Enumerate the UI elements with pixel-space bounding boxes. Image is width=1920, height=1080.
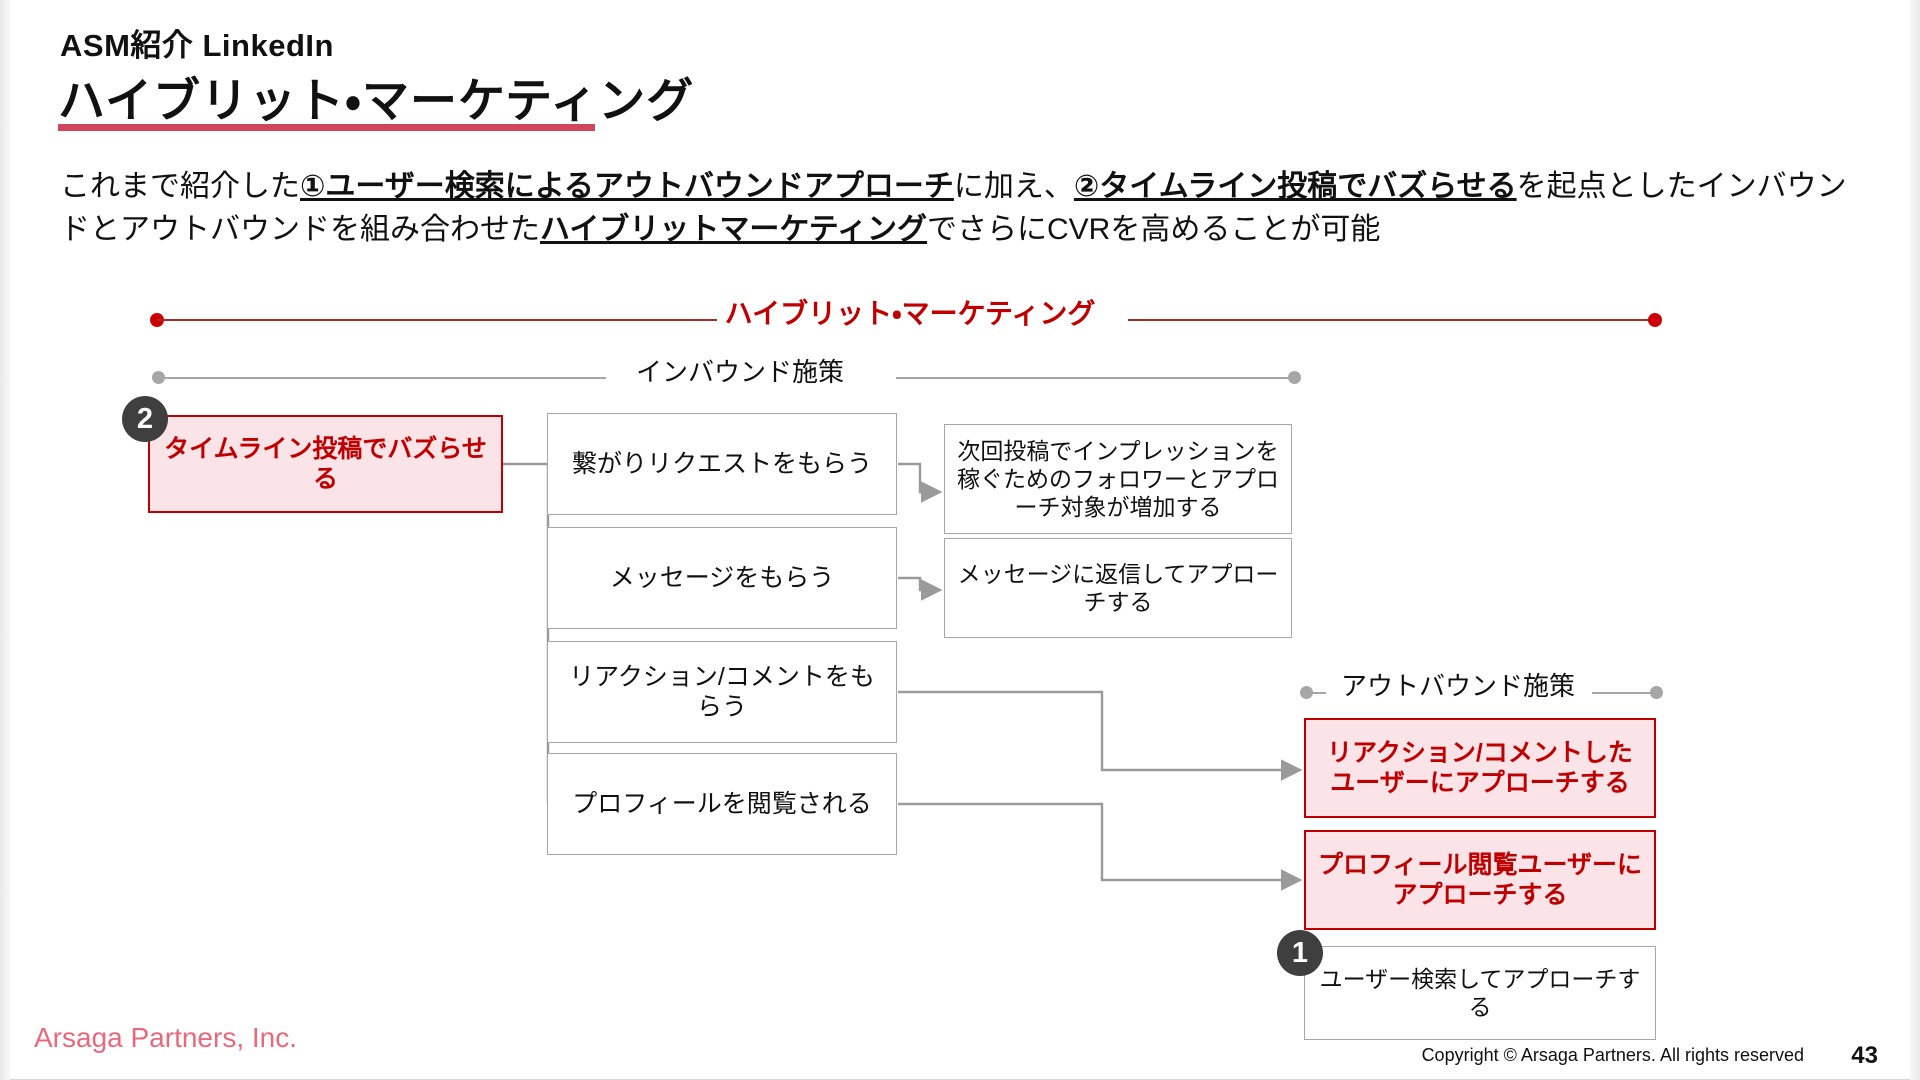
title-underline-rule [58, 124, 595, 131]
page-title: ハイブリット・マーケティング [58, 74, 695, 127]
inbound-bracket-dot-right [1288, 371, 1301, 384]
lead-highlight-outbound: ①ユーザー検索によるアウトバウンドアプローチ [300, 170, 954, 203]
outbound-bracket-dot-left [1300, 686, 1313, 699]
lead-highlight-timeline: ②タイムライン投稿でバズらせる [1073, 170, 1517, 203]
brand-wordmark: Arsaga Partners, Inc. [34, 1022, 298, 1053]
inbound-bracket-dot-left [152, 371, 165, 384]
node-approach-reactors[interactable]: リアクション/コメントしたユーザーにアプローチする [1304, 718, 1656, 818]
lead-segment-5: を起点としたインバウンドとアウトバウンドを組み合わせた [60, 170, 1847, 246]
node-impression-growth[interactable]: 次回投稿でインプレッションを稼ぐためのフォロワーとアプローチ対象が増加する [944, 424, 1292, 534]
node-timeline-trigger[interactable]: タイムライン投稿でバズらせる [148, 415, 503, 513]
lead-segment-7: でさらにCVRを高めることが可能 [927, 212, 1381, 246]
badge-two: 2 [122, 396, 168, 442]
badge-one: 1 [1277, 930, 1323, 976]
outbound-bracket-dot-right [1650, 686, 1663, 699]
node-reply-message-approach[interactable]: メッセージに返信してアプローチする [944, 538, 1292, 638]
node-connection-request[interactable]: 繋がりリクエストをもらう [547, 413, 897, 515]
hybrid-bracket-label: ハイブリット・マーケティング [724, 298, 1096, 329]
outbound-bracket-line-left [1307, 692, 1326, 694]
page-number: 43 [1851, 1042, 1878, 1069]
outbound-bracket-label: アウトバウンド施策 [1340, 671, 1575, 701]
lead-segment-3: に加え、 [953, 170, 1074, 203]
node-reaction-comment[interactable]: リアクション/コメントをもらう [547, 641, 897, 743]
node-user-search-approach[interactable]: ユーザー検索してアプローチする [1304, 946, 1656, 1040]
lead-highlight-hybrid: ハイブリットマーケティング [540, 212, 927, 246]
inbound-bracket-label: インバウンド施策 [635, 357, 844, 387]
right-edge-rail [1910, 0, 1920, 1080]
hybrid-bracket-line-left [157, 319, 717, 321]
inbound-bracket-line-right [896, 377, 1288, 379]
inbound-bracket-line-left [159, 377, 606, 379]
left-edge-rail [0, 0, 10, 1080]
lead-segment-1: これまで紹介した [60, 170, 300, 203]
hybrid-bracket-line-right [1128, 319, 1656, 321]
node-receive-message[interactable]: メッセージをもらう [547, 527, 897, 629]
slide-eyebrow: ASM紹介 LinkedIn [60, 28, 334, 63]
node-approach-profile-viewers[interactable]: プロフィール閲覧ユーザーにアプローチする [1304, 830, 1656, 930]
hybrid-bracket-dot-right [1648, 313, 1662, 327]
copyright-notice: Copyright © Arsaga Partners. All rights … [1421, 1045, 1804, 1065]
node-profile-viewed[interactable]: プロフィールを閲覧される [547, 753, 897, 855]
outbound-bracket-line-right [1592, 692, 1652, 694]
lead-paragraph: これまで紹介した①ユーザー検索によるアウトバウンドアプローチに加え、②タイムライ… [60, 166, 1870, 251]
